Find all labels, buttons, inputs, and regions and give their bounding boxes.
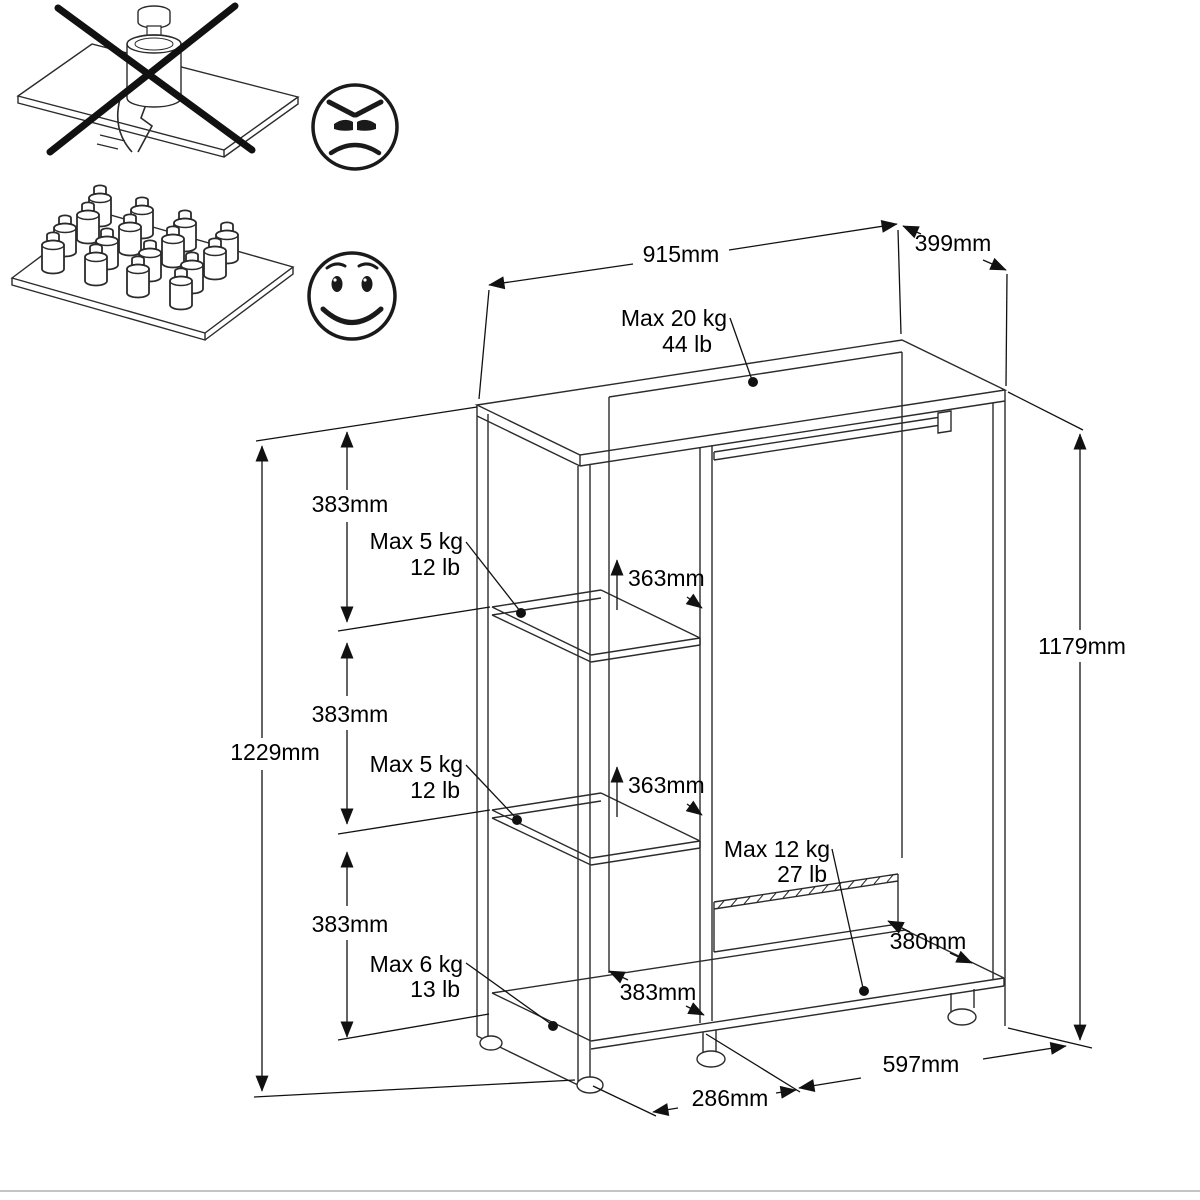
load-point-dot — [548, 1021, 558, 1031]
load-shelf-middle-kg: Max 5 kg — [370, 751, 463, 777]
load-point-dot — [516, 608, 526, 618]
feet — [479, 989, 977, 1094]
dim-top-width: 915mm — [643, 241, 720, 267]
wardrobe-drawing — [474, 339, 1008, 1094]
load-point-dot — [748, 377, 758, 387]
load-point-dot — [859, 986, 869, 996]
dim-left-total-height: 1229mm — [230, 739, 319, 765]
load-shelf-bottom-kg: Max 6 kg — [370, 951, 463, 977]
smiley-face-icon — [307, 251, 397, 341]
angry-face-icon — [311, 83, 399, 171]
dim-right-depth: 380mm — [890, 928, 967, 954]
load-shelf-upper-lb: 12 lb — [410, 554, 460, 580]
dim-right-height: 1179mm — [1038, 633, 1126, 659]
prohibition-cross-icon — [46, 2, 256, 156]
bottom-shelf — [491, 929, 1005, 1050]
load-floor-kg: Max 12 kg — [724, 836, 830, 862]
dim-top-depth: 399mm — [915, 230, 992, 256]
dim-bottom-left-width: 286mm — [692, 1085, 769, 1111]
hanging-rail — [713, 410, 952, 461]
dim-clearance-2: 363mm — [628, 772, 705, 798]
back-rail-panel — [713, 873, 899, 953]
load-shelf-middle-lb: 12 lb — [410, 777, 460, 803]
load-top-kg: Max 20 kg — [621, 305, 727, 331]
dimension-annotations: 915mm 399mm 1229mm 383mm 383mm 383mm 363… — [230, 219, 1126, 1117]
load-floor-lb: 27 lb — [777, 861, 827, 887]
dim-bottom-depth: 383mm — [620, 979, 697, 1005]
load-limit-labels: Max 20 kg 44 lb Max 5 kg 12 lb Max 5 kg … — [370, 305, 869, 1031]
shelf-upper — [491, 589, 701, 663]
no-single-load-illustration — [16, 2, 300, 158]
load-shelf-bottom-lb: 13 lb — [410, 976, 460, 1002]
dim-left-section-3: 383mm — [312, 911, 389, 937]
distributed-load-illustration — [10, 184, 295, 341]
dim-left-section-1: 383mm — [312, 491, 389, 517]
load-shelf-upper-kg: Max 5 kg — [370, 528, 463, 554]
dim-left-section-2: 383mm — [312, 701, 389, 727]
load-point-dot — [512, 815, 522, 825]
load-top-lb: 44 lb — [662, 331, 712, 357]
shelf-middle — [491, 792, 701, 866]
dim-clearance-1: 363mm — [628, 565, 705, 591]
dim-bottom-right-width: 597mm — [883, 1051, 960, 1077]
